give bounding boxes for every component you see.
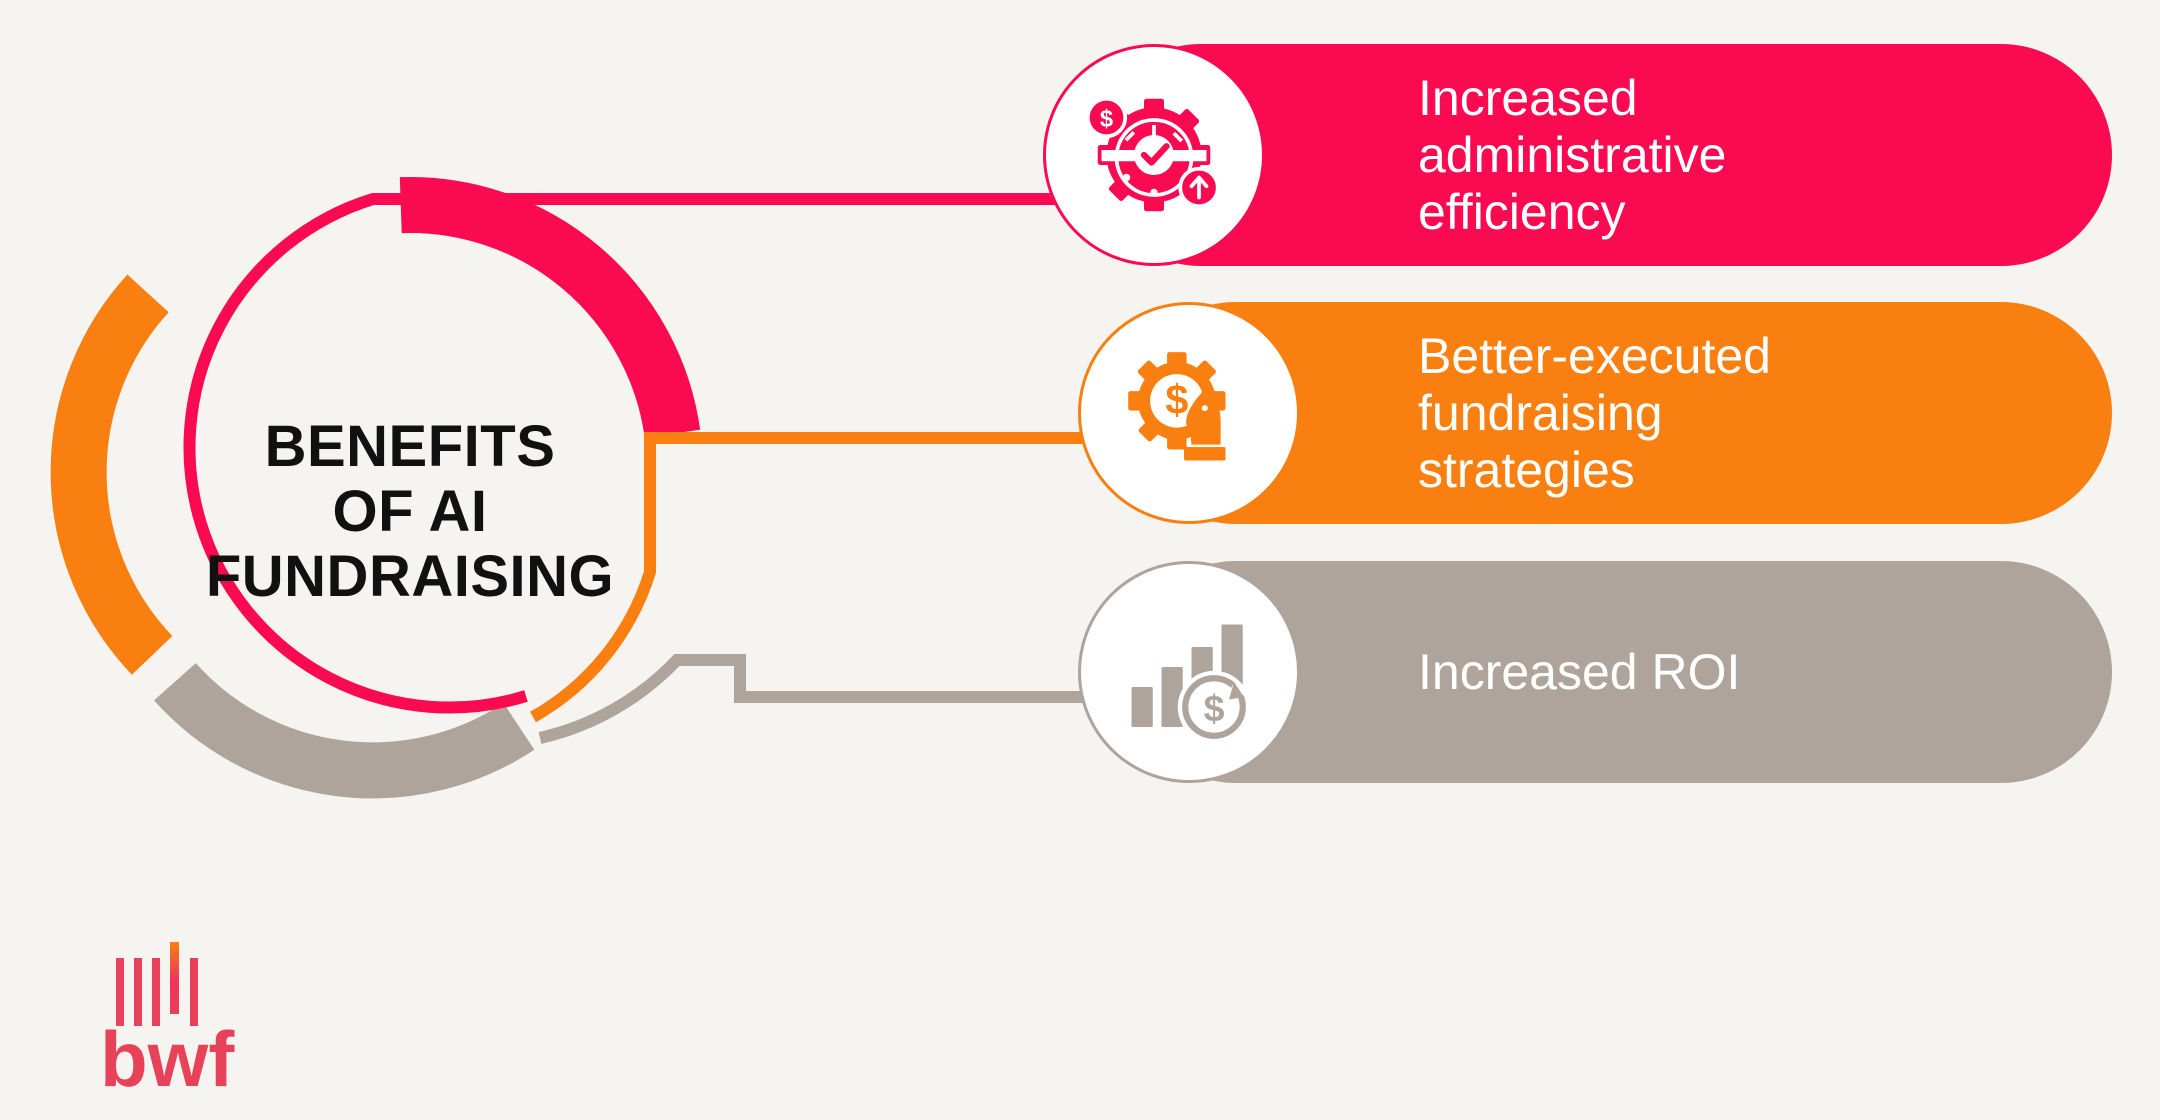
benefit-label-strategies: Better-executed fundraising strategies: [1418, 327, 1771, 498]
svg-text:$: $: [1100, 105, 1113, 132]
logo-wordmark: bwf: [100, 1015, 235, 1096]
icon-badge-strategies: $: [1078, 302, 1300, 524]
donut-ring: [50, 177, 701, 799]
svg-text:$: $: [1204, 687, 1225, 729]
icon-badge-roi: $: [1078, 561, 1300, 783]
gear-speedometer-dollar-icon: $: [1085, 96, 1220, 212]
gear-dollar-chess-knight-icon: $: [1128, 352, 1226, 461]
donut-diagram: [50, 177, 1095, 799]
connector-gray: [538, 654, 1095, 744]
donut-segment-strategies: [50, 274, 173, 675]
donut-segment-efficiency: [399, 177, 701, 438]
logo-bars: [116, 942, 198, 1026]
connector-orange: [530, 432, 1095, 723]
donut-segment-roi: [154, 662, 535, 799]
icon-badge-efficiency: $: [1043, 44, 1265, 266]
benefit-label-efficiency: Increased administrative efficiency: [1418, 69, 1727, 240]
svg-text:$: $: [1165, 377, 1188, 423]
benefit-label-roi: Increased ROI: [1418, 643, 1741, 700]
connector-pink: [183, 193, 1060, 714]
benefit-card-roi[interactable]: Increased ROI: [1125, 561, 2112, 783]
bar-chart-dollar-return-icon: $: [1131, 624, 1251, 744]
connector-arcs: [183, 193, 1095, 744]
bwf-logo: bwf: [100, 942, 235, 1096]
